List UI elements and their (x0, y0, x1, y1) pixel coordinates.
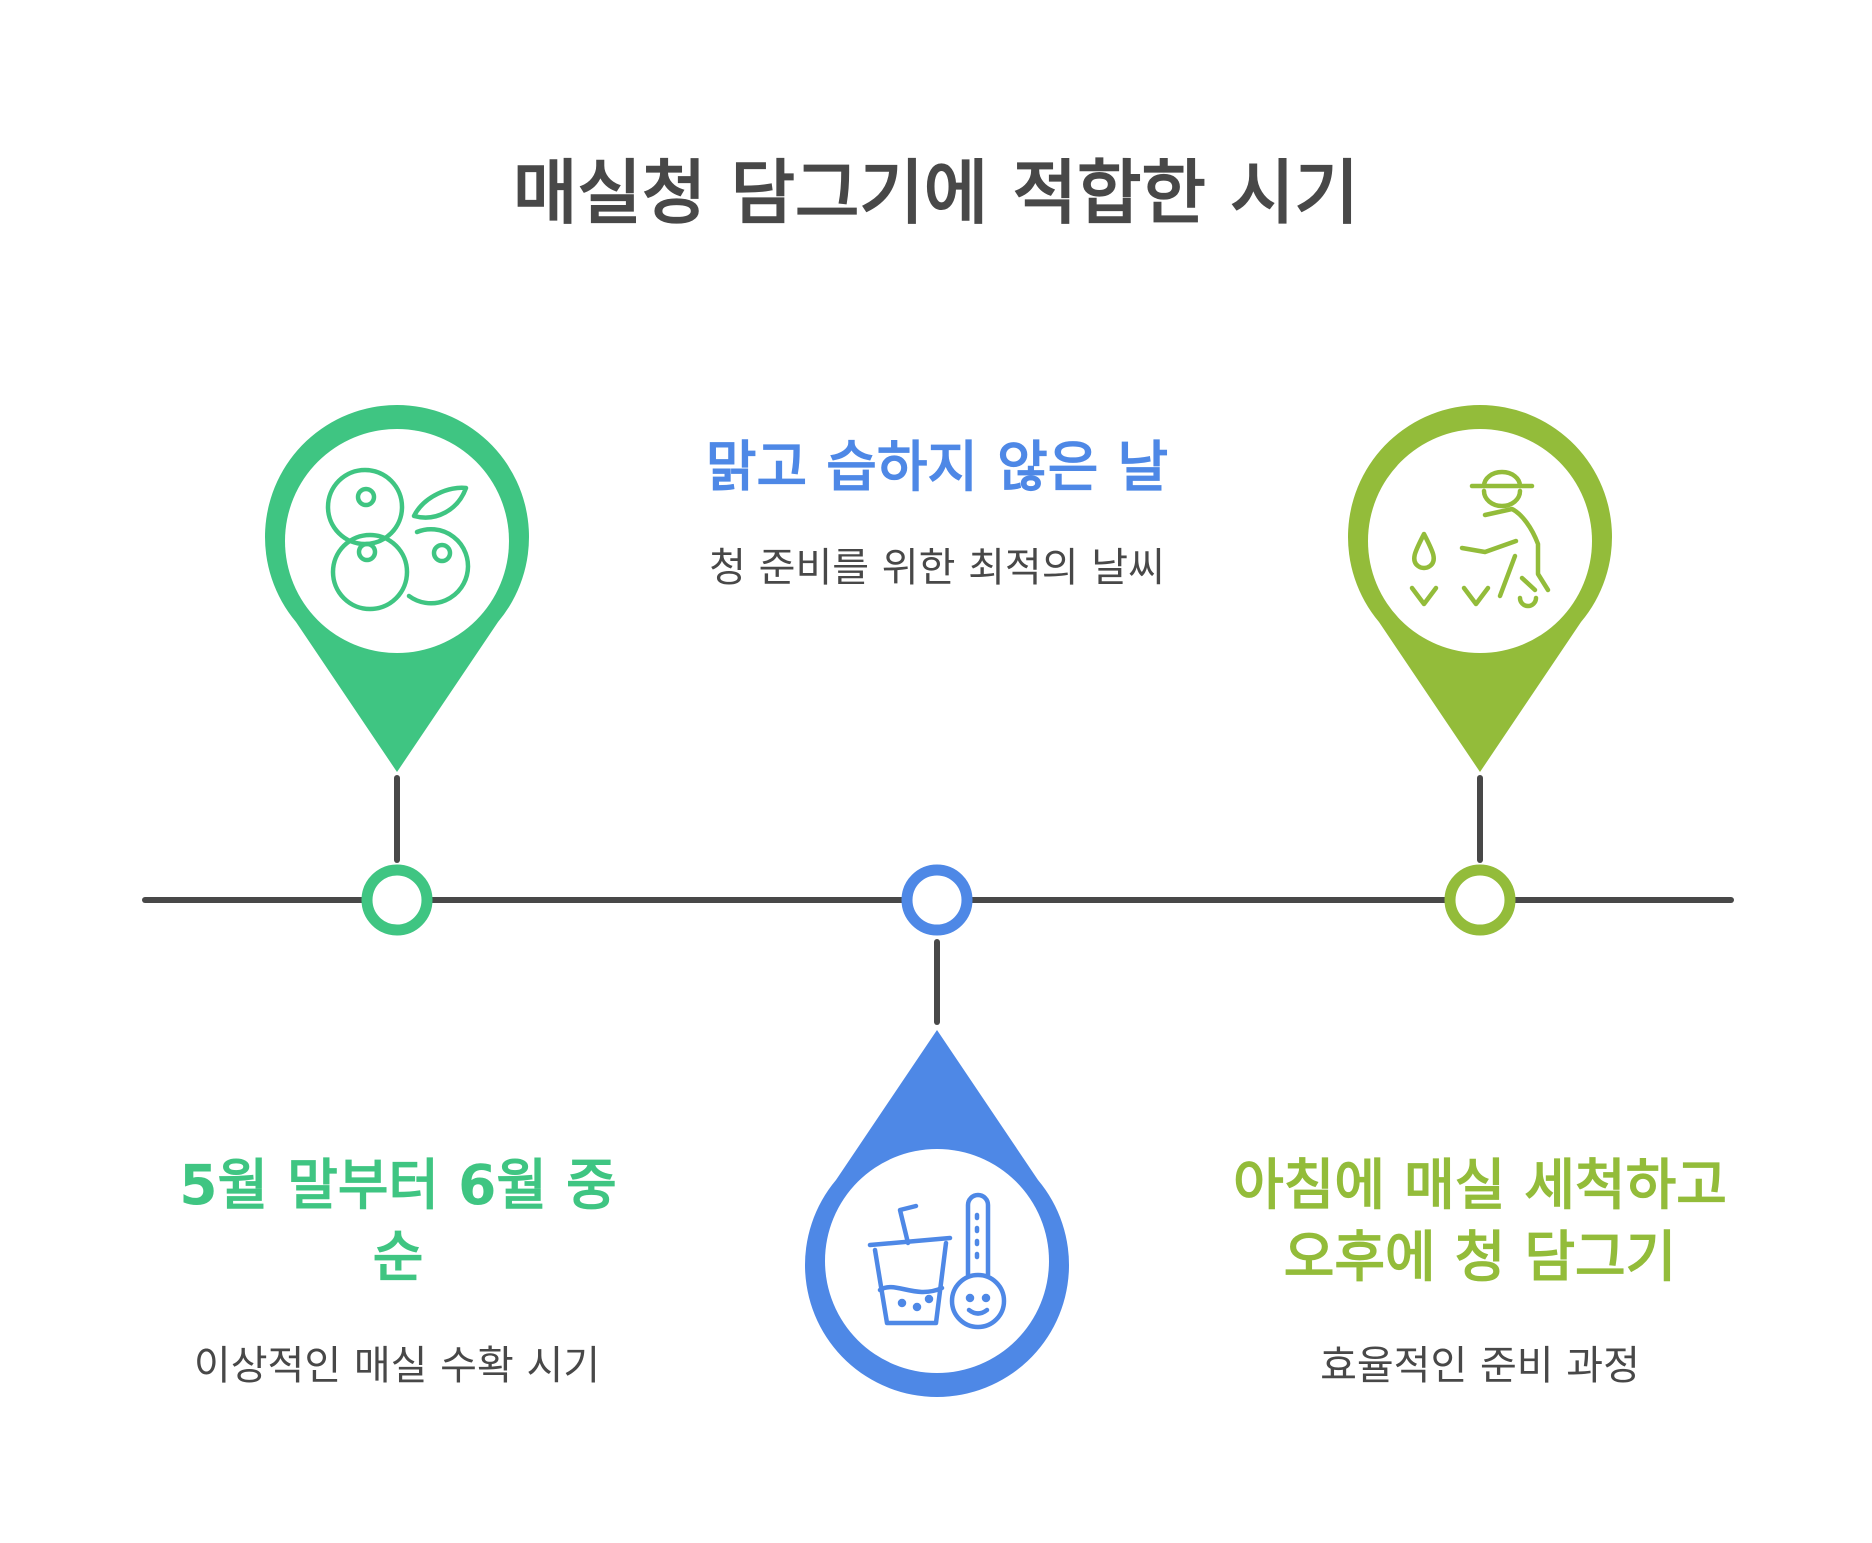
plum-fruit-icon (325, 467, 471, 612)
milestone-1-description: 이상적인 매실 수확 시기 (193, 1343, 601, 1389)
milestone-2-description: 청 준비를 위한 최적의 날씨 (709, 545, 1165, 591)
map-pin-2 (805, 1030, 1070, 1397)
map-pin-3 (1348, 405, 1612, 772)
map-pin-1 (265, 405, 529, 772)
timeline-node-1 (361, 864, 433, 936)
milestone-1-title: 5월 말부터 6월 중순 (179, 1153, 617, 1289)
milestone-3-title: 아침에 매실 세척하고 오후에 청 담그기 (1233, 1153, 1727, 1289)
milestone-2-title: 맑고 습하지 않은 날 (705, 435, 1169, 499)
milestone-3-description: 효율적인 준비 과정 (1320, 1343, 1640, 1389)
timeline-node-3 (1444, 864, 1516, 936)
farmer-planting-icon (1409, 469, 1551, 609)
page-title: 매실청 담그기에 적합한 시기 (513, 152, 1359, 234)
timeline-node-2 (901, 864, 973, 936)
drink-thermometer-icon (867, 1192, 1007, 1330)
